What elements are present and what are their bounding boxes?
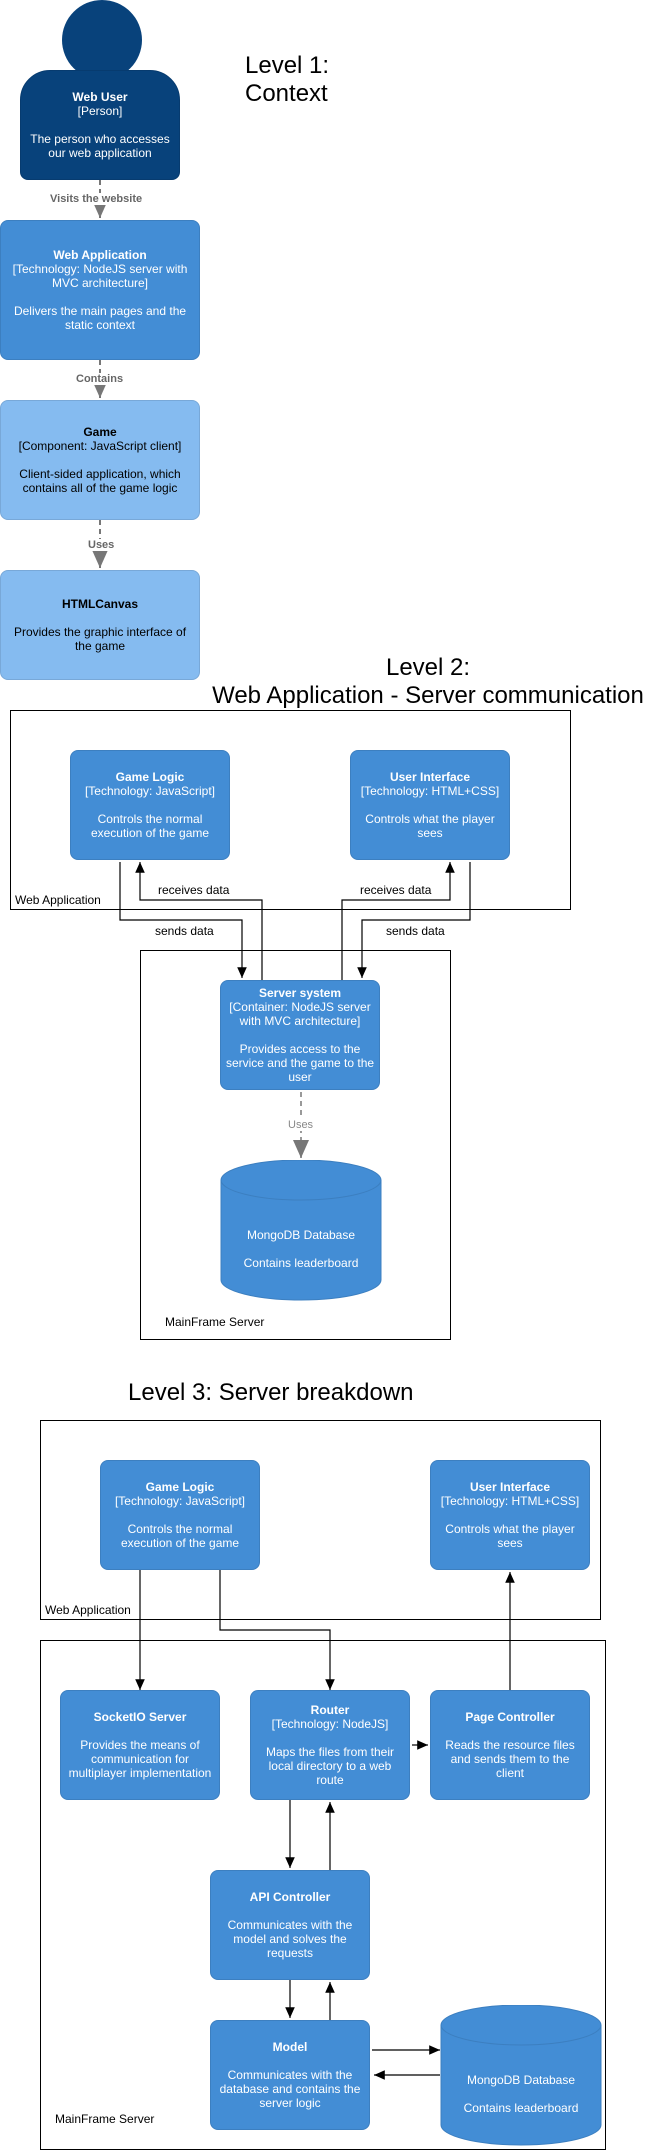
l3-pagecontroller-title: Page Controller [465, 1710, 555, 1724]
l3-api-desc: Communicates with the model and solves t… [227, 1918, 353, 1960]
web-app-title: Web Application [53, 248, 147, 262]
level3-api-controller-box: API Controller Communicates with the mod… [210, 1870, 370, 1980]
level2-webapp-frame-label: Web Application [15, 893, 101, 907]
game-desc: Client-sided application, which contains… [19, 467, 181, 495]
l3-game-logic-title: Game Logic [145, 1480, 215, 1494]
l3-model-title: Model [272, 2040, 308, 2054]
level1-heading-line1: Level 1: [245, 52, 330, 79]
l2-db-desc: Contains leaderboard [243, 1256, 359, 1270]
level3-user-interface-box: User Interface [Technology: HTML+CSS] Co… [430, 1460, 590, 1570]
edge-label-sends-right: sends data [384, 924, 447, 938]
game-title: Game [83, 425, 117, 439]
l3-router-tech: [Technology: NodeJS] [271, 1717, 389, 1731]
l2-server-tech: [Container: NodeJS server with MVC archi… [229, 1000, 371, 1028]
game-tech: [Component: JavaScript client] [18, 439, 182, 453]
web-app-tech: [Technology: NodeJS server with MVC arch… [12, 262, 188, 290]
l2-game-logic-desc: Controls the normal execution of the gam… [90, 812, 210, 840]
edge-label-uses-l2: Uses [286, 1119, 316, 1131]
canvas-desc: Provides the graphic interface of the ga… [13, 625, 187, 653]
edge-server-receives-right [341, 862, 455, 980]
l2-ui-desc: Controls what the player sees [365, 812, 495, 840]
l3-socketio-title: SocketIO Server [93, 1710, 187, 1724]
level3-webapp-frame [40, 1420, 601, 1620]
edge-gamelogic-sends [119, 862, 247, 978]
level2-server-frame [140, 950, 451, 1340]
web-user-title: Web User [72, 90, 128, 104]
l3-pagecontroller-desc: Reads the resource files and sends them … [445, 1738, 575, 1780]
edge-server-receives-left [135, 862, 263, 980]
level2-server-frame-label: MainFrame Server [165, 1315, 265, 1329]
l3-game-logic-desc: Controls the normal execution of the gam… [120, 1522, 240, 1550]
web-user-body: Web User [Person] The person who accesse… [20, 70, 180, 180]
level3-game-logic-box: Game Logic [Technology: JavaScript] Cont… [100, 1460, 260, 1570]
l2-game-logic-title: Game Logic [115, 770, 185, 784]
level2-webapp-frame [10, 710, 571, 910]
level2-db-cylinder [220, 1160, 382, 1301]
l3-db-title: MongoDB Database [466, 2073, 576, 2087]
level3-page-controller-box: Page Controller Reads the resource files… [430, 1690, 590, 1800]
level2-db-text: MongoDB Database Contains leaderboard [220, 1228, 382, 1270]
person-head-icon [62, 0, 142, 80]
l2-ui-title: User Interface [389, 770, 471, 784]
web-application-box: Web Application [Technology: NodeJS serv… [0, 220, 200, 360]
l3-db-desc: Contains leaderboard [463, 2101, 579, 2115]
level3-heading: Level 3: Server breakdown [128, 1379, 414, 1406]
level2-server-system-box: Server system [Container: NodeJS server … [220, 980, 380, 1090]
level3-socketio-box: SocketIO Server Provides the means of co… [60, 1690, 220, 1800]
l3-model-desc: Communicates with the database and conta… [219, 2068, 361, 2110]
l3-ui-title: User Interface [469, 1480, 551, 1494]
edge-ui-sends [357, 862, 471, 978]
l2-server-title: Server system [258, 986, 342, 1000]
level3-server-frame-label: MainFrame Server [55, 2112, 155, 2126]
l2-server-desc: Provides access to the service and the g… [225, 1042, 375, 1084]
level1-heading: Level 1: Context [245, 52, 329, 108]
l2-ui-tech: [Technology: HTML+CSS] [360, 784, 500, 798]
l3-router-desc: Maps the files from their local director… [265, 1745, 395, 1787]
htmlcanvas-box: HTMLCanvas Provides the graphic interfac… [0, 570, 200, 680]
level2-user-interface-box: User Interface [Technology: HTML+CSS] Co… [350, 750, 510, 860]
web-user-desc: The person who accesses our web applicat… [30, 132, 170, 160]
edge-gamelogic-router [219, 1570, 335, 1690]
level3-model-box: Model Communicates with the database and… [210, 2020, 370, 2130]
level2-heading-line1: Level 2: [385, 654, 471, 681]
l3-api-title: API Controller [249, 1890, 331, 1904]
level2-heading: Level 2: Web Application - Server commun… [208, 654, 648, 710]
edge-label-uses-l1: Uses [86, 539, 117, 551]
l3-game-logic-tech: [Technology: JavaScript] [114, 1494, 246, 1508]
level3-db-text: MongoDB Database Contains leaderboard [440, 2073, 602, 2115]
l2-db-title: MongoDB Database [246, 1228, 356, 1242]
web-user-tech: [Person] [77, 104, 123, 118]
level3-webapp-frame-label: Web Application [45, 1603, 131, 1617]
level3-router-box: Router [Technology: NodeJS] Maps the fil… [250, 1690, 410, 1800]
edge-label-sends-left: sends data [153, 924, 216, 938]
level3-server-frame [40, 1640, 606, 2150]
level2-game-logic-box: Game Logic [Technology: JavaScript] Cont… [70, 750, 230, 860]
edge-label-visits: Visits the website [48, 193, 145, 205]
level1-heading-line2: Context [245, 80, 328, 107]
l3-socketio-desc: Provides the means of communication for … [68, 1738, 212, 1780]
l2-game-logic-tech: [Technology: JavaScript] [84, 784, 216, 798]
edge-label-receives-right: receives data [358, 883, 434, 897]
canvas-title: HTMLCanvas [61, 597, 138, 611]
l3-ui-tech: [Technology: HTML+CSS] [440, 1494, 580, 1508]
level2-heading-line2: Web Application - Server communication [212, 682, 644, 709]
level3-db-cylinder [440, 2005, 602, 2146]
edge-label-receives-left: receives data [156, 883, 232, 897]
web-app-desc: Delivers the main pages and the static c… [13, 304, 187, 332]
game-component-box: Game [Component: JavaScript client] Clie… [0, 400, 200, 520]
l3-router-title: Router [310, 1703, 350, 1717]
edge-label-contains: Contains [74, 373, 126, 385]
l3-ui-desc: Controls what the player sees [445, 1522, 575, 1550]
